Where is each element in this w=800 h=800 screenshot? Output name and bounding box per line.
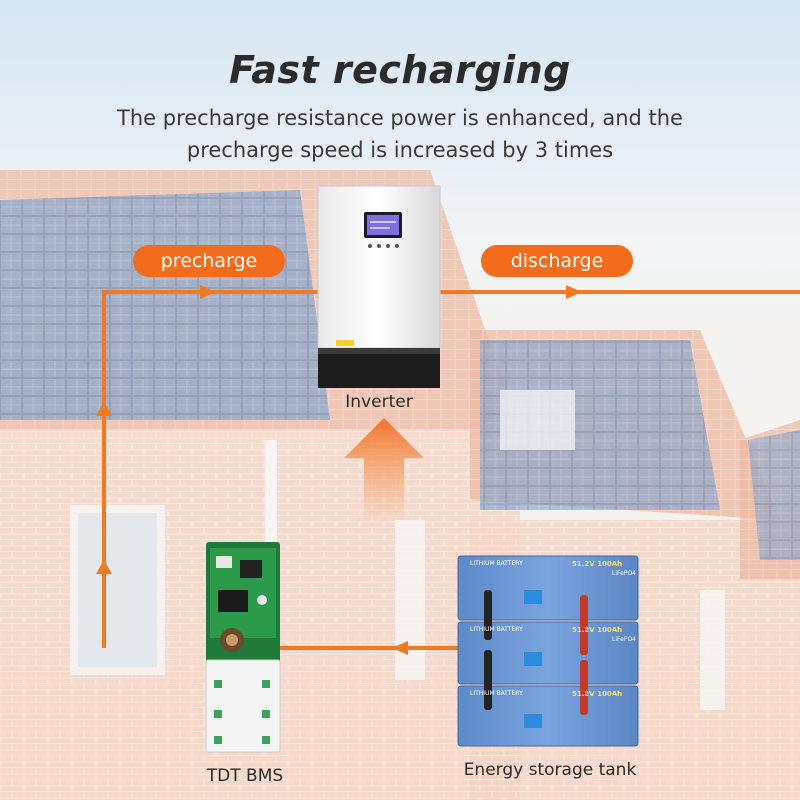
upward-arrow-icon bbox=[344, 418, 424, 520]
precharge-badge: precharge bbox=[133, 245, 285, 277]
battery-module-rating-1: 51.2V 100Ah bbox=[572, 560, 623, 568]
battery-module-rating-2: 51.2V 100Ah bbox=[572, 626, 623, 634]
inverter-label: Inverter bbox=[345, 392, 413, 412]
bms-label: TDT BMS bbox=[206, 766, 284, 786]
battery-stack-image bbox=[457, 555, 639, 747]
flow-arrowheads bbox=[96, 285, 582, 655]
battery-module-brand-1: LITHIUM BATTERY bbox=[470, 560, 523, 567]
battery-label: Energy storage tank bbox=[463, 760, 637, 780]
bms-board-image bbox=[205, 542, 281, 753]
battery-module-tag-1: LiFePO4 bbox=[612, 570, 636, 577]
battery-module-tag-2: LiFePO4 bbox=[612, 636, 636, 643]
inverter-image bbox=[317, 185, 441, 388]
battery-module-rating-3: 51.2V 100Ah bbox=[572, 690, 623, 698]
discharge-badge: discharge bbox=[481, 245, 633, 277]
battery-module-brand-3: LITHIUM BATTERY bbox=[470, 690, 523, 697]
page-subtitle: The precharge resistance power is enhanc… bbox=[117, 106, 683, 162]
battery-module-brand-2: LITHIUM BATTERY bbox=[470, 626, 523, 633]
page-title: Fast recharging bbox=[229, 48, 571, 92]
flow-lines bbox=[102, 290, 800, 650]
